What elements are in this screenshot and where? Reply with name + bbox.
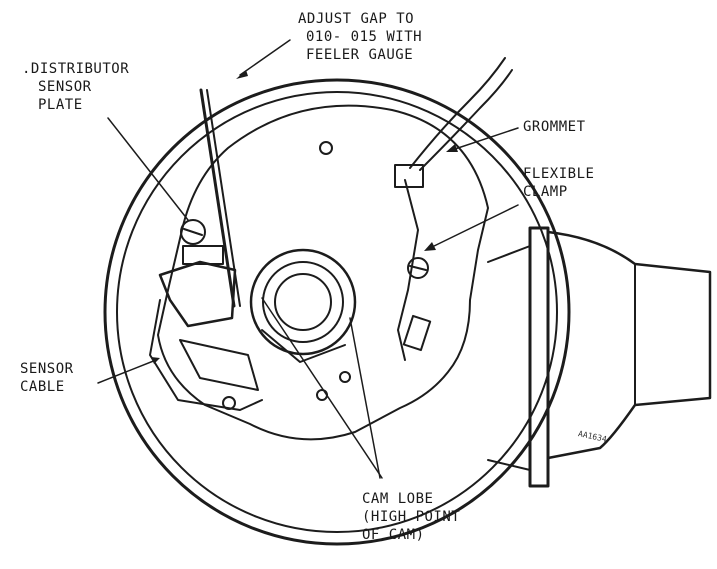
arrowhead [424, 242, 436, 251]
sensor-plate-outline [157, 104, 489, 441]
label-adjust-gap: ADJUST GAP TO 010- 015 WITH FEELER GAUGE [298, 10, 422, 64]
label-flexible-clamp: FLEXIBLE CLAMP [523, 165, 594, 201]
label-line: CLAMP [523, 184, 568, 200]
feeler-gauge-edge [206, 89, 241, 307]
label-line: 010- 015 WITH [306, 29, 423, 45]
leader-line-cam-lobe [349, 317, 381, 479]
clamp-block [402, 314, 432, 352]
leader-line-sensor-cable [97, 359, 157, 384]
leader-line-sensor-plate [107, 117, 189, 221]
label-line: ADJUST GAP TO [298, 11, 415, 27]
cam-hub [262, 261, 344, 343]
cam-outer [249, 248, 357, 356]
label-line: SENSOR [38, 79, 92, 95]
leader-line-cam-lobe-high [261, 297, 383, 479]
label-line: FLEXIBLE [523, 166, 595, 182]
feeler-gauge [199, 88, 236, 308]
label-sensor-cable: SENSOR CABLE [20, 360, 74, 396]
label-line: .DISTRIBUTOR [22, 61, 130, 77]
wire [409, 57, 506, 169]
sensor-cable-routing [149, 299, 263, 411]
vacuum-flange [528, 226, 550, 488]
housing-inner-rim [116, 91, 558, 533]
wire [419, 69, 513, 171]
label-line: GROMMET [523, 119, 586, 135]
sensor-body [158, 260, 237, 328]
label-line: PLATE [38, 97, 83, 113]
grommet-icon [394, 164, 424, 188]
label-distributor-sensor-plate: .DISTRIBUTOR SENSOR PLATE [22, 60, 129, 114]
label-line: OF CAM) [362, 527, 425, 543]
screw-icon [407, 257, 429, 279]
label-line: CABLE [20, 379, 65, 395]
vacuum-advance-housing [546, 230, 712, 460]
sensor-module [179, 339, 259, 391]
arrowhead [236, 70, 248, 79]
leader-line-flexible-clamp [429, 204, 519, 249]
label-line: CAM LOBE [362, 491, 434, 507]
leader-line-adjust-gap [239, 39, 291, 76]
label-line: SENSOR [20, 361, 74, 377]
leader-line-grommet [451, 127, 519, 151]
vacuum-joint [487, 245, 531, 471]
label-cam-lobe: CAM LOBE (HIGH POINT OF CAM) [362, 490, 460, 544]
label-line: (HIGH POINT [362, 509, 461, 525]
arrowhead [446, 144, 458, 152]
plate-hole [339, 371, 351, 383]
sensor-bracket [182, 245, 224, 265]
arrowhead [151, 357, 160, 364]
plate-hole [316, 389, 328, 401]
plate-hole [319, 141, 333, 155]
label-line: FEELER GAUGE [306, 47, 414, 63]
label-grommet: GROMMET [523, 118, 586, 136]
housing-outer-rim [103, 78, 571, 546]
screw-icon [180, 219, 206, 245]
flexible-clamp-wire [397, 179, 419, 361]
cam-lobe-edge [261, 329, 346, 363]
shaft [274, 273, 332, 331]
